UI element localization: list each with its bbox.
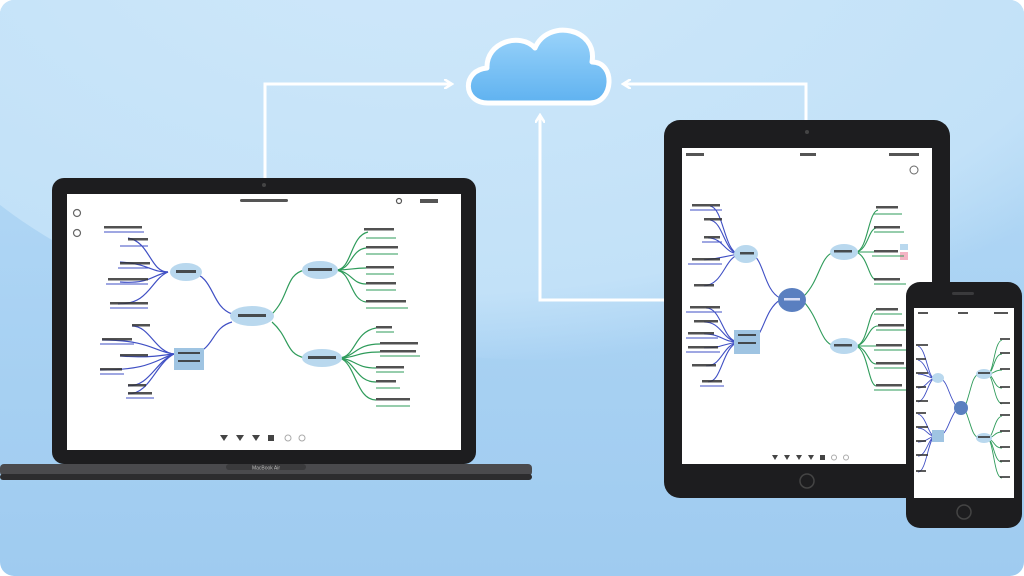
arrow-icon bbox=[263, 84, 808, 302]
laptop-device: MacBook Air bbox=[0, 178, 532, 480]
laptop-label: MacBook Air bbox=[252, 466, 280, 472]
cloud-icon bbox=[465, 27, 612, 106]
phone-device bbox=[906, 282, 1022, 528]
tablet-device bbox=[664, 120, 950, 498]
mind-map-laptop bbox=[99, 231, 381, 401]
